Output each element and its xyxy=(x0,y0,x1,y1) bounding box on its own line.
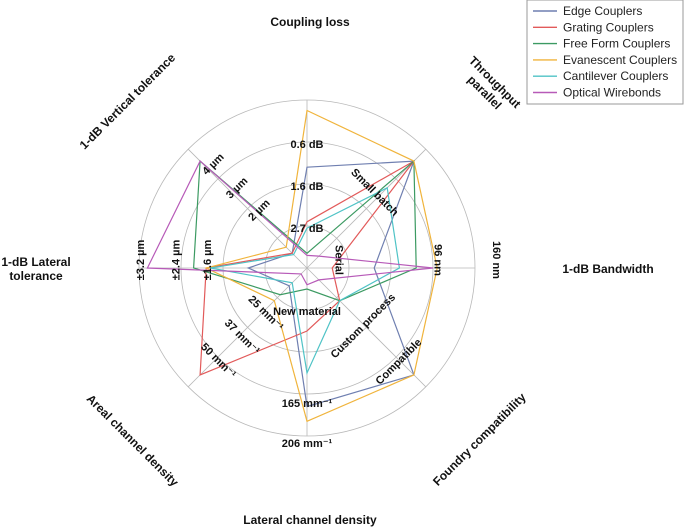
tick-bandwidth-1: 96 nm xyxy=(431,244,443,276)
axis-label-foundry: Foundry compatibility xyxy=(430,390,529,489)
axis-label-areal_density: Areal channel density xyxy=(84,392,182,490)
tick-coupling-1: 1.6 dB xyxy=(290,181,323,193)
tick-bandwidth-2: 160 nm xyxy=(490,241,502,279)
series-1 xyxy=(199,160,415,376)
grid xyxy=(138,99,476,437)
tick-lateral_density-0: New material xyxy=(273,306,341,318)
spoke-vertical_tol xyxy=(187,148,308,269)
axis-label-throughput: Throughputparallel xyxy=(456,54,524,122)
tick-bandwidth-0: Serial xyxy=(333,245,345,275)
axis-label-lateral_density: Lateral channel density xyxy=(243,513,377,527)
tick-coupling-0: 2.7 dB xyxy=(290,223,323,235)
legend-label-2: Free Form Couplers xyxy=(563,37,670,51)
tick-lateral_density-2: 206 mm⁻¹ xyxy=(282,438,333,450)
series-2 xyxy=(192,159,417,302)
tick-lateral_tol-0: ±1.6 µm xyxy=(202,240,214,281)
legend-box xyxy=(526,0,684,105)
tick-lateral_tol-2: ±3.2 µm xyxy=(135,240,147,281)
series-3 xyxy=(204,109,438,423)
tick-areal_density-1: 37 mm⁻¹ xyxy=(222,317,262,357)
axis-label-coupling: Coupling loss xyxy=(270,15,350,29)
legend-label-3: Evanescent Couplers xyxy=(563,53,677,67)
series-5 xyxy=(146,160,434,286)
legend-label-4: Cantilever Couplers xyxy=(563,69,668,83)
spoke-foundry xyxy=(306,267,427,388)
tick-areal_density-2: 50 mm⁻¹ xyxy=(198,341,238,381)
legend-label-1: Grating Couplers xyxy=(563,20,654,34)
spoke-throughput xyxy=(306,148,427,269)
axis-label-vertical_tol: 1-dB Vertical tolerance xyxy=(77,50,179,152)
tick-lateral_density-1: 165 mm⁻¹ xyxy=(282,398,333,410)
tick-lateral_tol-1: ±2.4 µm xyxy=(171,240,183,281)
series-4 xyxy=(210,186,401,376)
axis-label-bandwidth: 1-dB Bandwidth xyxy=(562,262,653,276)
legend-label-5: Optical Wirebonds xyxy=(563,86,661,100)
series-group xyxy=(146,109,438,423)
tick-vertical_tol-1: 3 µm xyxy=(224,175,251,202)
tick-coupling-2: 0.6 dB xyxy=(290,139,323,151)
series-0 xyxy=(246,160,415,408)
spoke-areal_density xyxy=(187,267,308,388)
legend-label-0: Edge Couplers xyxy=(563,4,642,18)
